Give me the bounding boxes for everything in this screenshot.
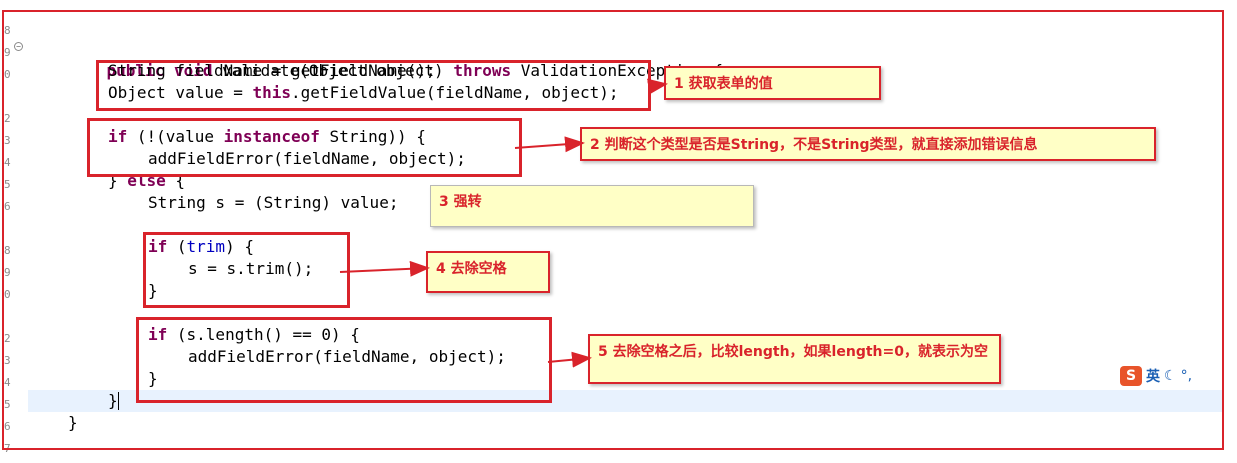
annotation-outer-border (2, 10, 1224, 450)
line-number: 2 (4, 332, 11, 345)
code-line[interactable]: } (108, 391, 118, 410)
note-3: 3 强转 (430, 185, 754, 227)
code-line[interactable]: if (s.length() == 0) { (148, 325, 360, 344)
line-number: 6 (4, 200, 11, 213)
line-number: 6 (4, 420, 11, 433)
line-number: 8 (4, 24, 11, 37)
code-line[interactable]: String s = (String) value; (148, 193, 399, 212)
line-number: 5 (4, 398, 11, 411)
current-line-highlight (28, 390, 1222, 412)
note-2: 2 判断这个类型是否是String，不是String类型，就直接添加错误信息 (580, 127, 1156, 161)
code-line[interactable]: } (148, 281, 158, 300)
note-4: 4 去除空格 (426, 251, 550, 293)
note-5: 5 去除空格之后，比较length，如果length=0，就表示为空 (588, 334, 1001, 384)
note-1: 1 获取表单的值 (664, 66, 881, 100)
fold-toggle-icon[interactable]: − (14, 42, 23, 51)
code-line[interactable]: addFieldError(fieldName, object); (148, 149, 466, 168)
moon-icon[interactable]: ☾ (1164, 368, 1177, 384)
line-number: 3 (4, 134, 11, 147)
code-line-method-signature[interactable]: public void validate(Object object) thro… (106, 61, 724, 80)
code-line[interactable]: if (!(value instanceof String)) { (108, 127, 426, 146)
highlight-box-4 (143, 232, 350, 308)
line-number: 0 (4, 288, 11, 301)
sogou-logo-icon[interactable]: S (1120, 366, 1142, 386)
punctuation-icon[interactable]: °, (1180, 368, 1193, 384)
highlight-box-5 (136, 317, 552, 403)
ime-language-label[interactable]: 英 (1146, 369, 1160, 385)
line-number: 0 (4, 68, 11, 81)
line-number: 4 (4, 156, 11, 169)
line-number: 9 (4, 46, 11, 59)
code-line[interactable]: addFieldError(fieldName, object); (188, 347, 506, 366)
line-number: 4 (4, 376, 11, 389)
line-number: 2 (4, 112, 11, 125)
code-line[interactable]: Object value = this.getFieldValue(fieldN… (108, 83, 619, 102)
highlight-box-2 (87, 118, 522, 177)
text-caret (118, 392, 119, 410)
code-line[interactable]: String fieldName = getFieldName(); (108, 61, 436, 80)
code-line[interactable]: } (68, 413, 78, 432)
highlight-box-1 (96, 60, 651, 111)
line-number: 3 (4, 354, 11, 367)
code-line[interactable]: s = s.trim(); (188, 259, 314, 278)
code-line[interactable]: } (148, 369, 158, 388)
line-number-gutter: 8 9 0 2 3 4 5 6 8 9 0 2 3 4 5 6 7 − (0, 0, 23, 463)
line-number: 9 (4, 266, 11, 279)
line-number: 5 (4, 178, 11, 191)
code-line[interactable]: if (trim) { (148, 237, 254, 256)
line-number: 8 (4, 244, 11, 257)
ime-toolbar[interactable]: S 英 ☾ °, (1120, 365, 1192, 387)
